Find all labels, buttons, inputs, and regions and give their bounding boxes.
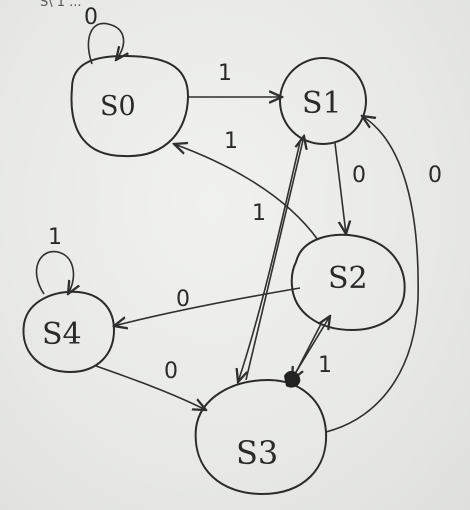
edge-s0-s0-label: 0 (84, 5, 98, 30)
edge-s0-self-loop (87, 22, 124, 65)
edge-s3-to-s1-curve (325, 116, 419, 433)
state-s0-circle (70, 54, 190, 158)
state-s4-label: S4 (42, 317, 82, 352)
top-scribble-text: S\ 1 ... (40, 0, 82, 10)
edge-s2-to-s4 (114, 287, 301, 326)
state-s0-label: S0 (100, 91, 136, 122)
edge-s1-to-s3-line (238, 141, 301, 382)
edge-s3-s1-curve-label: 0 (428, 163, 442, 188)
edge-s4-to-s3 (95, 365, 206, 410)
edge-s1-to-s2 (334, 142, 346, 234)
edge-s2-s0-label: 1 (224, 129, 238, 154)
state-s3-circle (194, 378, 328, 496)
edge-s4-s4-label: 1 (48, 225, 62, 250)
state-s3-label: S3 (236, 434, 278, 472)
state-s2-label: S2 (328, 261, 368, 296)
state-s1-label: S1 (302, 86, 342, 121)
edge-s3-s2-label: 1 (318, 353, 332, 378)
edge-s4-s3-label: 0 (164, 359, 178, 384)
edge-s3-to-s1-line (245, 136, 304, 381)
ink-blot (284, 370, 301, 388)
edge-s2-to-s0 (174, 144, 319, 241)
edge-s0-s1-label: 1 (218, 61, 232, 86)
edge-s1-s2-label: 0 (352, 163, 366, 188)
edge-s2-s4-label: 0 (176, 287, 190, 312)
state-s4-circle (22, 290, 116, 374)
edge-s2-to-s3 (292, 321, 323, 380)
edge-s1-s3-label: 1 (252, 201, 266, 226)
edge-s4-self-loop (35, 250, 74, 294)
